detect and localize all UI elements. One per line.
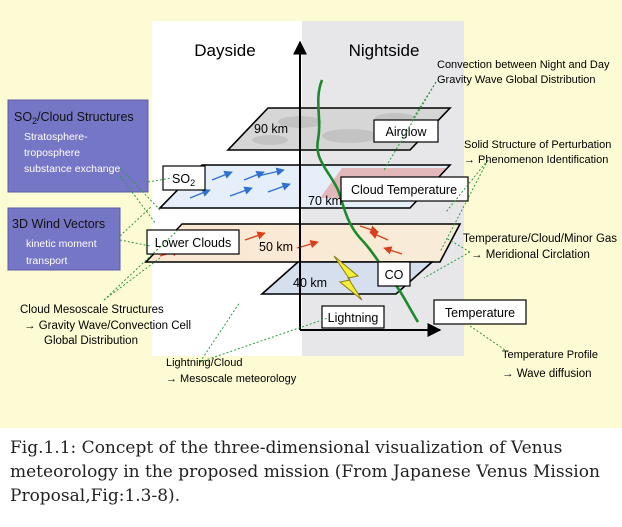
svg-text:Temperature: Temperature <box>445 306 515 320</box>
dayside-label: Dayside <box>194 41 255 60</box>
altitude-90km: 90 km <box>254 122 288 136</box>
note-lightning-line2: → Mesoscale meteorology <box>166 373 297 385</box>
svg-text:Lightning: Lightning <box>328 311 379 325</box>
svg-text:CO: CO <box>385 268 404 282</box>
note-profile-line1: Temperature Profile <box>502 349 598 361</box>
note-temp-gas-line1: Temperature/Cloud/Minor Gas <box>463 233 617 245</box>
caption-line3: Proposal,Fig:1.3-8). <box>10 486 181 506</box>
note-lightning-line1: Lightning/Cloud <box>166 357 242 369</box>
wind-panel-line1: kinetic moment <box>26 238 97 250</box>
wind-panel-title: 3D Wind Vectors <box>12 217 105 231</box>
lightning-bolt-icon <box>333 255 363 301</box>
so2-panel-line2: troposphere <box>24 147 80 159</box>
leader-lines <box>103 81 509 363</box>
svg-text:Cloud Temperature: Cloud Temperature <box>351 183 457 197</box>
wind-panel-line2: transport <box>26 255 68 267</box>
caption-line2: meteorology in the proposed mission (Fro… <box>10 462 600 482</box>
note-convection-line1: Convection between Night and Day <box>437 59 610 71</box>
note-mesoscale-line1: Cloud Mesoscale Structures <box>20 304 164 316</box>
lower-clouds-box: Lower Clouds <box>146 229 240 255</box>
altitude-70km: 70 km <box>308 194 342 208</box>
note-mesoscale-line3: Global Distribution <box>44 335 138 347</box>
note-temp-gas-line2: → Meridional Circlation <box>471 249 590 261</box>
cloud-temperature-box: Cloud Temperature <box>340 176 469 202</box>
figure-caption: Fig.1.1: Concept of the three-dimensiona… <box>10 436 615 508</box>
so2-cloud-panel <box>7 99 149 193</box>
so2-box: SO2 <box>162 165 206 191</box>
svg-text:SO2: SO2 <box>172 172 195 188</box>
caption-line1: Fig.1.1: Concept of the three-dimensiona… <box>10 438 563 458</box>
temperature-box: Temperature <box>433 299 527 325</box>
co-box: CO <box>377 261 411 287</box>
lightning-box: Lightning <box>321 305 385 329</box>
so2-panel-line3: substance exchange <box>24 163 120 175</box>
altitude-50km: 50 km <box>259 240 293 254</box>
svg-text:Airglow: Airglow <box>386 125 428 139</box>
airglow-box: Airglow <box>373 119 439 143</box>
so2-panel-line1: Stratosphere- <box>24 131 88 143</box>
note-solid-line2: → Phenomenon Identification <box>464 154 608 166</box>
wind-vectors-panel <box>7 207 121 271</box>
altitude-40km: 40 km <box>293 276 327 290</box>
note-mesoscale-line2: → Gravity Wave/Convection Cell <box>24 320 191 332</box>
svg-text:Lower Clouds: Lower Clouds <box>155 236 231 250</box>
so2-wind-vectors <box>189 167 291 199</box>
so2-panel-title: SO2/Cloud Structures <box>14 110 134 126</box>
venus-concept-diagram: Dayside Nightside SO2/Cloud Structures S… <box>0 0 622 428</box>
note-convection-line2: Gravity Wave Global Distribution <box>437 74 596 86</box>
nightside-label: Nightside <box>349 41 420 60</box>
note-solid-line1: Solid Structure of Perturbation <box>464 139 611 151</box>
note-profile-line2: → Wave diffusion <box>502 368 591 380</box>
